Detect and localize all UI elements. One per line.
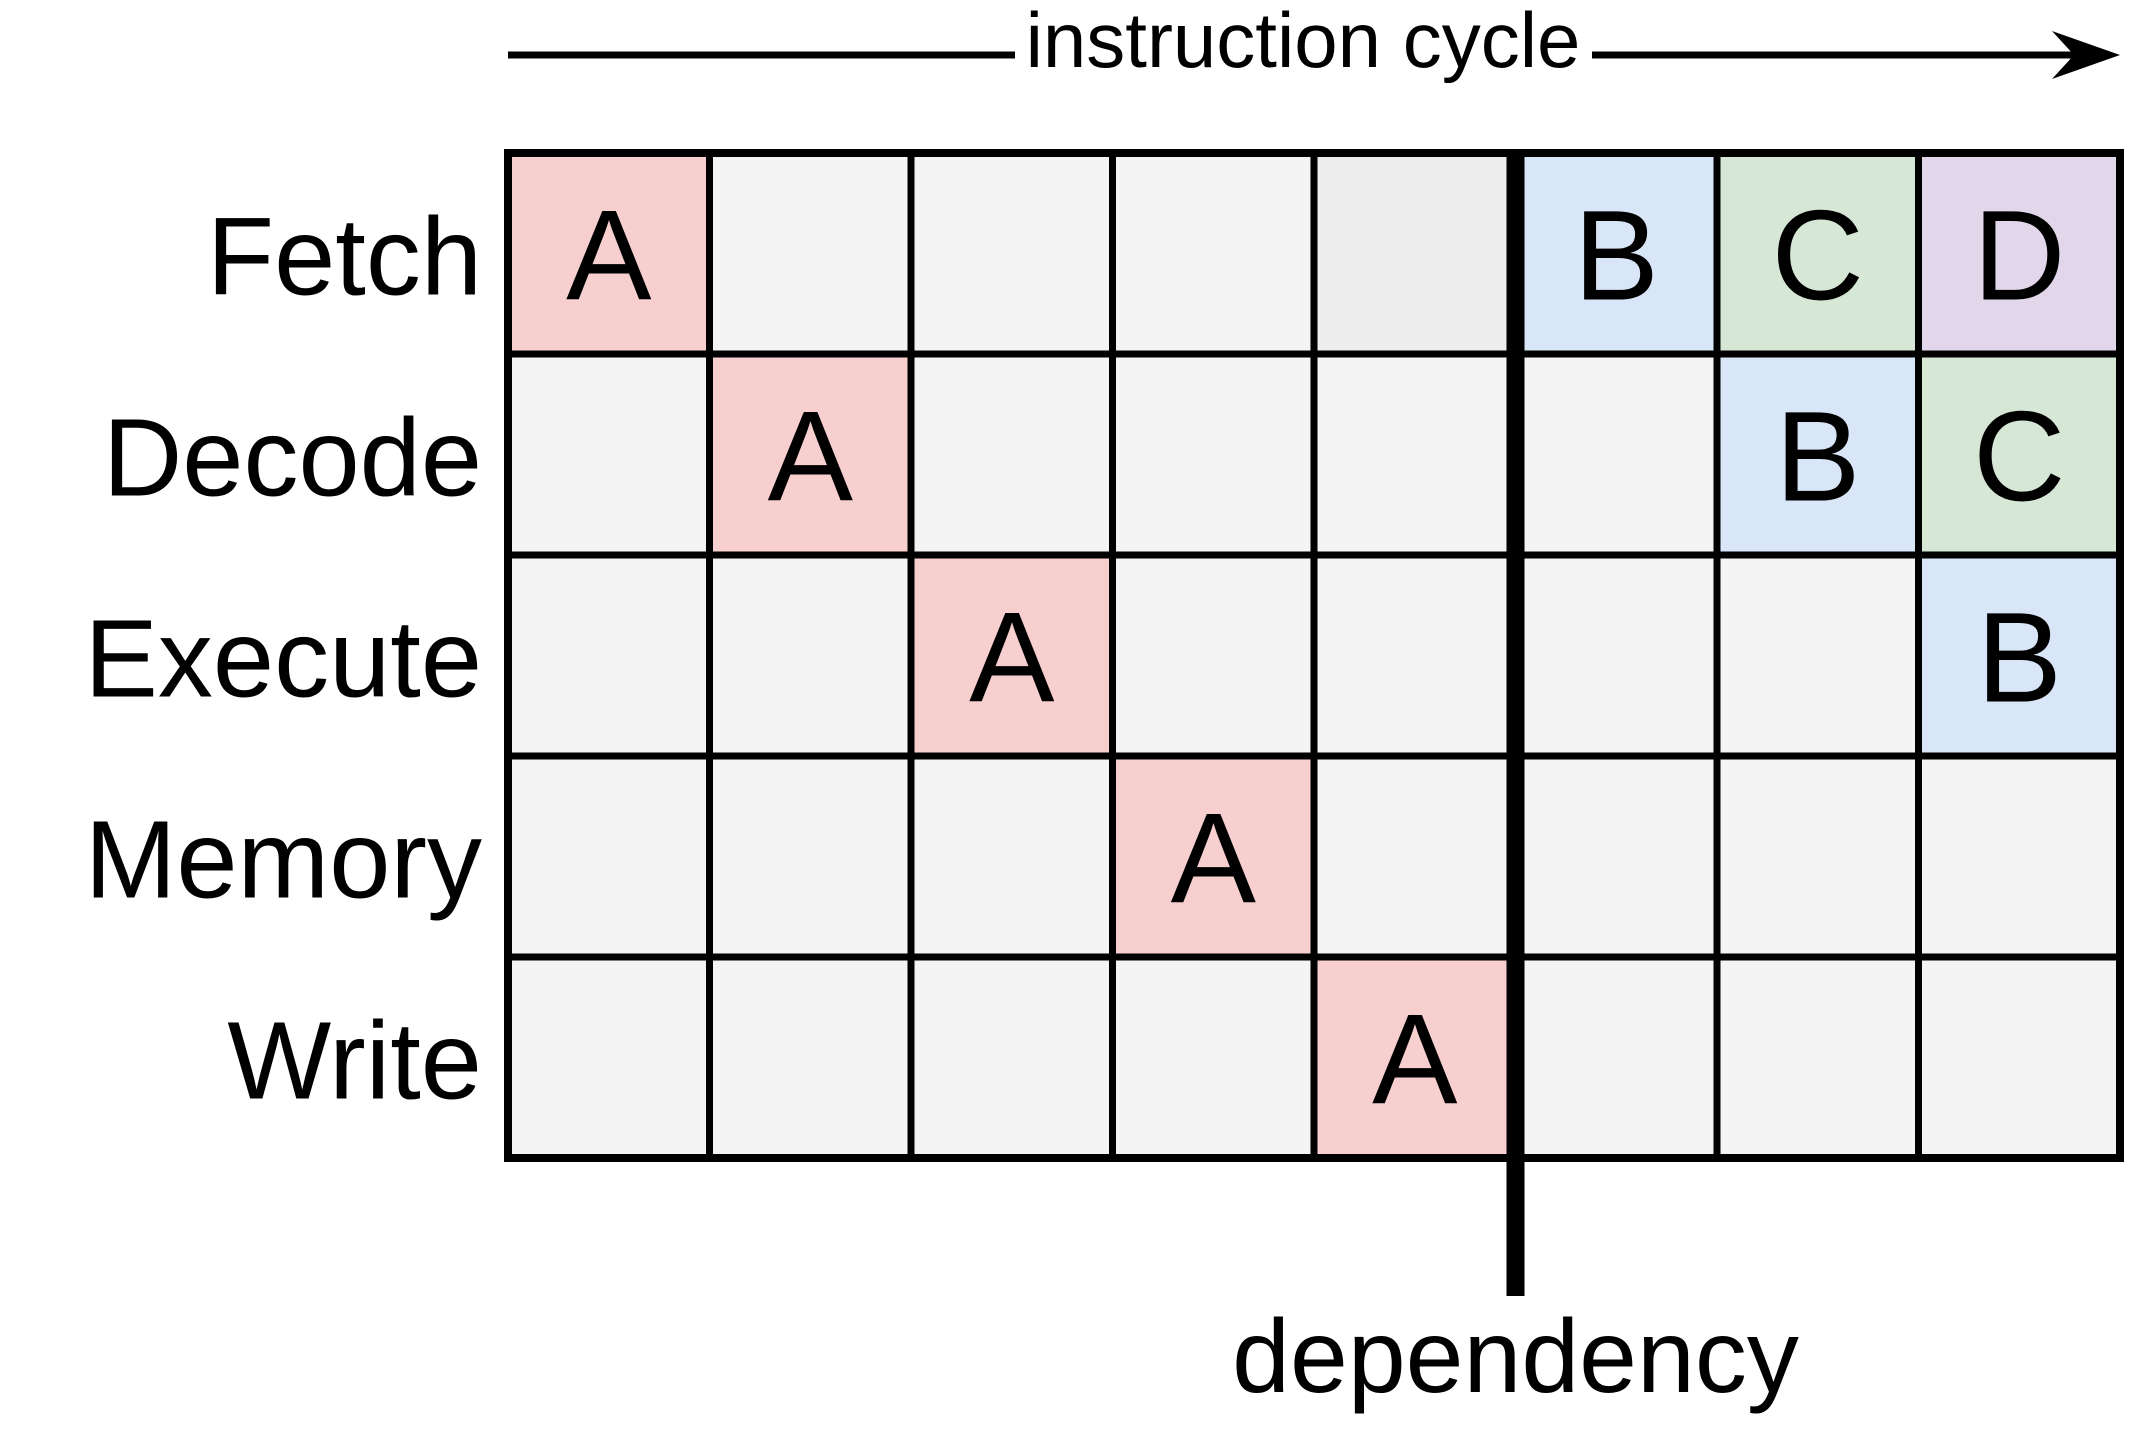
- grid-cell: [504, 953, 713, 1162]
- grid-cell: [907, 350, 1116, 559]
- stage-label: Write: [227, 1000, 482, 1123]
- grid-cell: [1512, 953, 1721, 1162]
- grid-cell: [706, 149, 915, 358]
- grid-cell: [504, 752, 713, 961]
- grid-cell: [907, 953, 1116, 1162]
- stage-label: Fetch: [207, 196, 482, 319]
- instruction-a: A: [1372, 989, 1458, 1132]
- grid-cell: [1310, 752, 1519, 961]
- grid-cell: [504, 350, 713, 559]
- grid-cell: [706, 752, 915, 961]
- stage-label: Memory: [85, 799, 482, 922]
- cycle-arrow-head-icon: [2052, 31, 2120, 79]
- instruction-b: B: [1775, 386, 1860, 529]
- grid-cell: [1713, 551, 1922, 760]
- grid-cell: [504, 551, 713, 760]
- instruction-a: A: [1171, 788, 1257, 931]
- instruction-d: D: [1973, 185, 2065, 328]
- grid-cell: [1915, 953, 2124, 1162]
- stage-label: Decode: [103, 397, 482, 520]
- grid-cell: [1310, 149, 1519, 358]
- grid-cell: [1310, 551, 1519, 760]
- instruction-c: C: [1973, 386, 2065, 529]
- cycle-label: instruction cycle: [1026, 0, 1581, 84]
- grid-cell: [1915, 752, 2124, 961]
- instruction-b: B: [1574, 185, 1659, 328]
- grid-cell: [907, 752, 1116, 961]
- instruction-b: B: [1977, 587, 2062, 730]
- grid-border: [504, 149, 2124, 1162]
- grid-cell: [1512, 752, 1721, 961]
- grid-cell: [504, 149, 713, 358]
- grid-cell: [1109, 551, 1318, 760]
- grid-cell: [1109, 350, 1318, 559]
- instruction-a: A: [969, 587, 1055, 730]
- grid-cell: [1310, 350, 1519, 559]
- grid-cell: [1109, 752, 1318, 961]
- dependency-label: dependency: [1232, 1299, 1799, 1415]
- grid-cell: [706, 551, 915, 760]
- grid-cell: [907, 149, 1116, 358]
- grid-cell: [907, 551, 1116, 760]
- grid-cell: [1109, 953, 1318, 1162]
- grid-cell: [706, 953, 915, 1162]
- instruction-a: A: [566, 185, 652, 328]
- instruction-c: C: [1772, 185, 1864, 328]
- stage-label: Execute: [85, 598, 482, 721]
- grid-cell: [1713, 752, 1922, 961]
- grid-cell: [1713, 953, 1922, 1162]
- grid-cell: [1109, 149, 1318, 358]
- grid-cell: [1512, 350, 1721, 559]
- grid-cell: [1512, 551, 1721, 760]
- instruction-a: A: [768, 386, 854, 529]
- grid-cell: [1713, 149, 1922, 358]
